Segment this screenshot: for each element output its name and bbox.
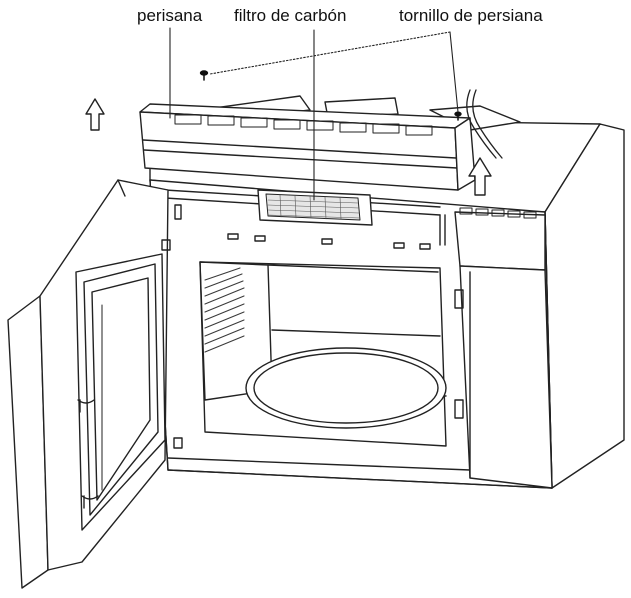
microwave-cavity <box>199 261 447 447</box>
blind-vents <box>174 114 433 136</box>
carbon-filter-label: filtro de carbón <box>234 6 347 25</box>
turntable <box>245 347 447 429</box>
blind-assembly <box>139 89 521 191</box>
up-arrow-icon <box>85 98 105 131</box>
up-arrow-icon-right <box>468 157 492 196</box>
carbon-filter <box>257 189 373 226</box>
cavity-grille <box>204 267 245 353</box>
screw-icon <box>199 70 462 121</box>
microwave-door <box>7 179 183 589</box>
blind-screw-label: tornillo de persiana <box>399 6 543 25</box>
leader-lines <box>169 27 459 201</box>
power-cord <box>466 89 497 159</box>
blind-label: perisana <box>137 6 203 25</box>
leader-screw <box>209 31 451 75</box>
